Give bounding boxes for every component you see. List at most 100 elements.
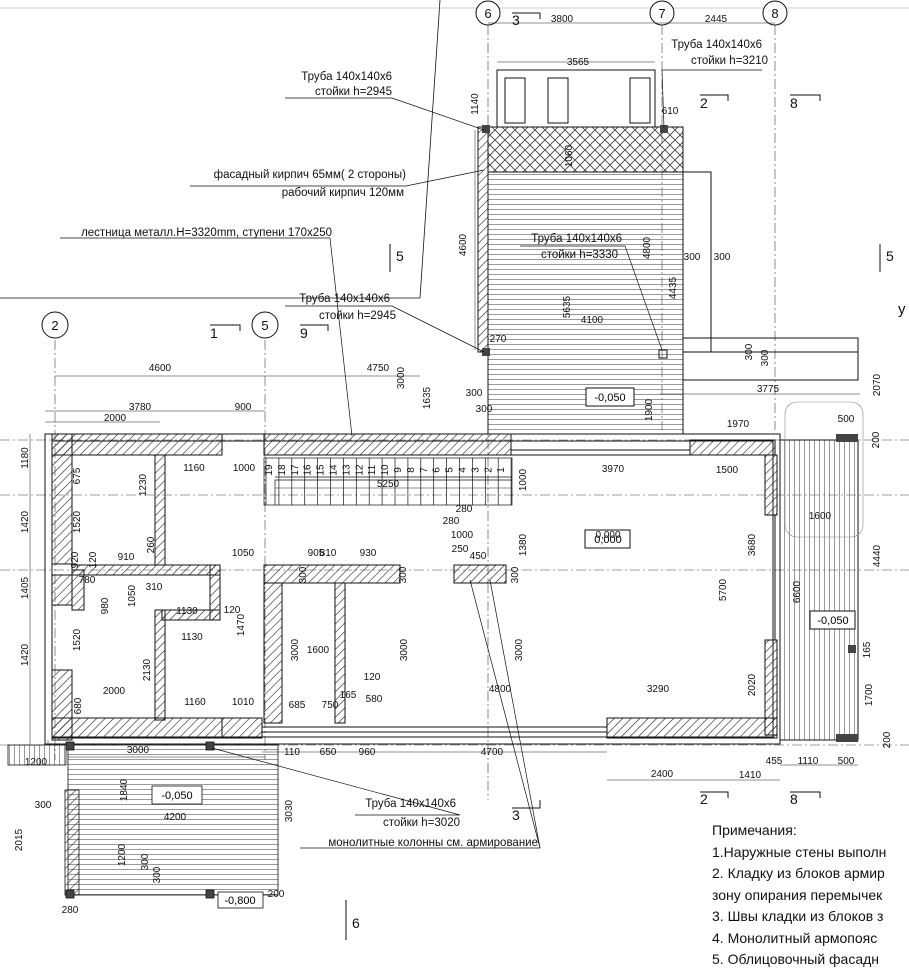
dimension-text: 0,000 [595,530,620,541]
note-item: 4. Монолитный армопояс [712,929,878,946]
stair-step-number: 10 [380,464,391,476]
dimension-text: 1700 [864,683,875,706]
section-mark: 6 [352,915,360,931]
callout-text: стойки h=3330 [541,249,618,261]
dimension-text: 500 [838,756,855,767]
axis-label: 2 [51,318,58,333]
right-terrace: -0,050 [779,401,864,742]
dimension-text: 2000 [104,413,127,424]
dimension-text: 1200 [25,757,48,768]
dimension-text: 300 [140,853,151,870]
dimension-text: 2445 [705,14,728,25]
dimension-text: 300 [760,349,771,366]
stair-step-number: 9 [393,467,404,473]
callout-text: Труба 140х140х6 [301,71,392,83]
dimension-text: 3780 [129,402,152,413]
stair-step-number: 14 [329,464,340,476]
dimension-text: 4700 [481,747,504,758]
section-marks: 3 2 8 5 1 9 2 8 3 6 5 у [210,12,906,940]
dimension-text: 450 [470,551,487,562]
dimension-text: 300 [466,388,483,399]
dimension-text: 900 [235,402,252,413]
dimension-text: 310 [146,582,163,593]
dimension-text: 1470 [236,613,247,636]
stair-step-number: 7 [419,467,430,473]
dimension-text: 1180 [20,447,31,469]
dimension-text: 200 [882,731,893,748]
dimension-text: 2400 [651,769,674,780]
dimension-text: 1000 [518,468,529,491]
dimension-text: 1840 [119,778,130,801]
stair-step-number: 3 [470,467,481,473]
dimension-text: 200 [268,889,285,900]
dimension-text: 1420 [20,510,31,533]
section-mark: 8 [790,791,798,807]
dimension-text: 930 [360,548,377,559]
dimension-text: 3000 [514,638,525,661]
stair-step-number: 11 [367,464,378,475]
dimension-text: 260 [146,536,157,553]
callout-text: Труба 140х140х6 [299,293,390,305]
callout-text: монолитные колонны см. армирование [328,837,538,849]
section-mark: 2 [700,95,708,111]
dimension-text: 300 [398,566,409,583]
dimension-text: 455 [766,756,783,767]
axis-label: 8 [771,6,778,21]
dimension-text: 5700 [718,578,729,601]
dimension-text: 5635 [562,295,573,318]
dimension-text: 300 [35,800,52,811]
dimension-text: 980 [100,597,111,614]
dimension-text: 780 [79,575,96,586]
callout-text: стойки h=3210 [691,55,768,67]
dimension-text: 270 [490,334,507,345]
dimension-text: 3970 [602,464,625,475]
callout-text: рабочий кирпич 120мм [282,187,404,199]
stair-step-number: 6 [432,467,443,473]
dimension-text: 3000 [399,638,410,661]
section-mark: 9 [300,325,308,341]
dimension-text: 4750 [367,363,390,374]
section-mark: 2 [700,791,708,807]
dimension-text: 580 [366,694,383,705]
dimension-text: 3000 [127,745,150,756]
dimension-text: 3000 [396,366,407,389]
dimension-text: 1000 [233,463,256,474]
axis-label: 5 [261,318,268,333]
callout-text: Труба 140х140х6 [365,798,456,810]
dimension-text: 960 [359,747,376,758]
dimension-text: 1420 [20,643,31,666]
section-mark: 5 [396,248,404,264]
dimension-text: 1600 [307,645,330,656]
dimension-text: 1900 [644,398,655,421]
callout-labels: Труба 140х140х6 стойки h=2945 Труба 140х… [81,39,768,849]
axis-label: 6 [484,6,491,21]
callout-text: Труба 140х140х6 [671,39,762,51]
notes-title: Примечания: [712,822,797,838]
callout-text: стойки h=2945 [315,86,392,98]
dimension-text: 3000 [290,638,301,661]
level-mark: -0,050 [594,392,625,404]
dimension-text: 750 [322,700,339,711]
dimension-text: 3565 [567,57,590,68]
note-item: зону опирания перемычек [712,886,883,903]
dimension-text: 680 [73,697,84,714]
dimension-text: 4100 [581,315,604,326]
level-mark: -0,050 [161,790,192,802]
dimension-text: 650 [320,747,337,758]
dimension-text: 4800 [642,236,653,259]
stairs [263,457,513,506]
dimension-text: 2130 [142,658,153,681]
dimension-text: 1380 [518,533,529,556]
dimension-text: 2015 [14,828,25,851]
dimension-text: 905 [308,548,325,559]
dimension-text: 1000 [451,530,474,541]
stair-step-number: 12 [354,464,365,476]
dimension-text: 1410 [739,770,762,781]
stair-step-number: 18 [277,464,288,476]
porch [7,741,279,909]
dimension-text: 165 [862,641,873,658]
stair-step-number: 4 [458,467,469,473]
dimension-text: 3800 [551,14,574,25]
dimension-text: 280 [443,516,460,527]
